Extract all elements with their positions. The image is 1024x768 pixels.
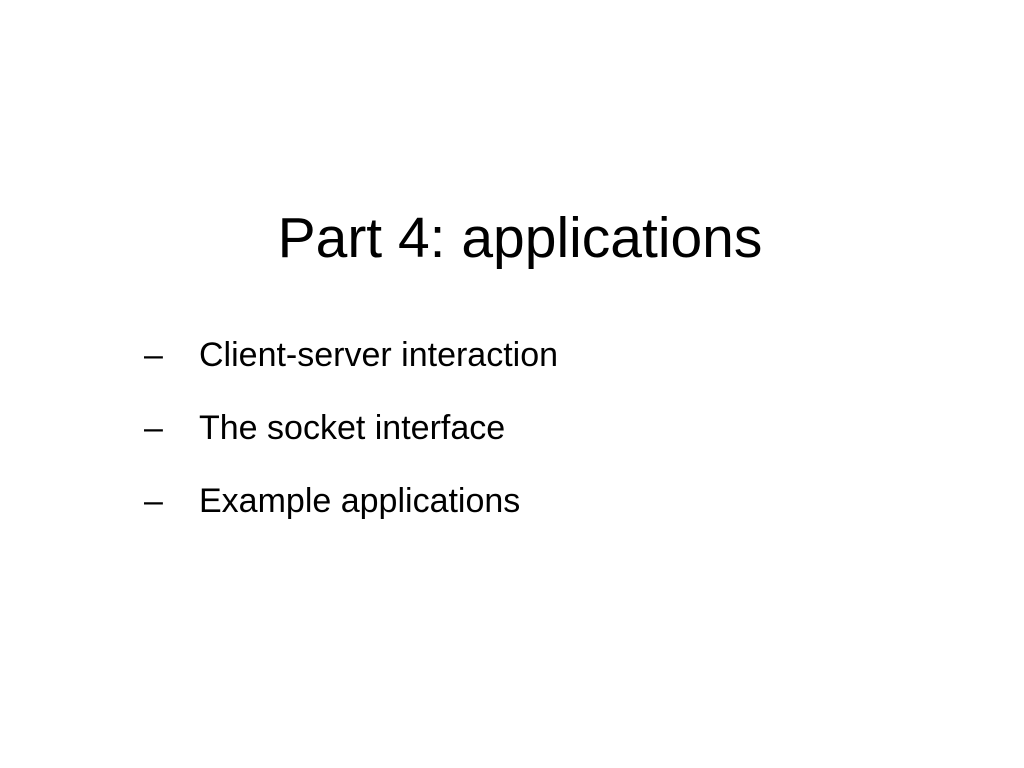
bullet-dash: –	[144, 482, 163, 520]
bullet-dash: –	[144, 336, 163, 374]
bullet-dash: –	[144, 409, 163, 447]
bullet-text: The socket interface	[199, 409, 506, 447]
bullet-text: Client-server interaction	[199, 336, 559, 374]
slide-title: Part 4: applications	[277, 206, 763, 270]
bullet-text: Example applications	[199, 482, 521, 520]
